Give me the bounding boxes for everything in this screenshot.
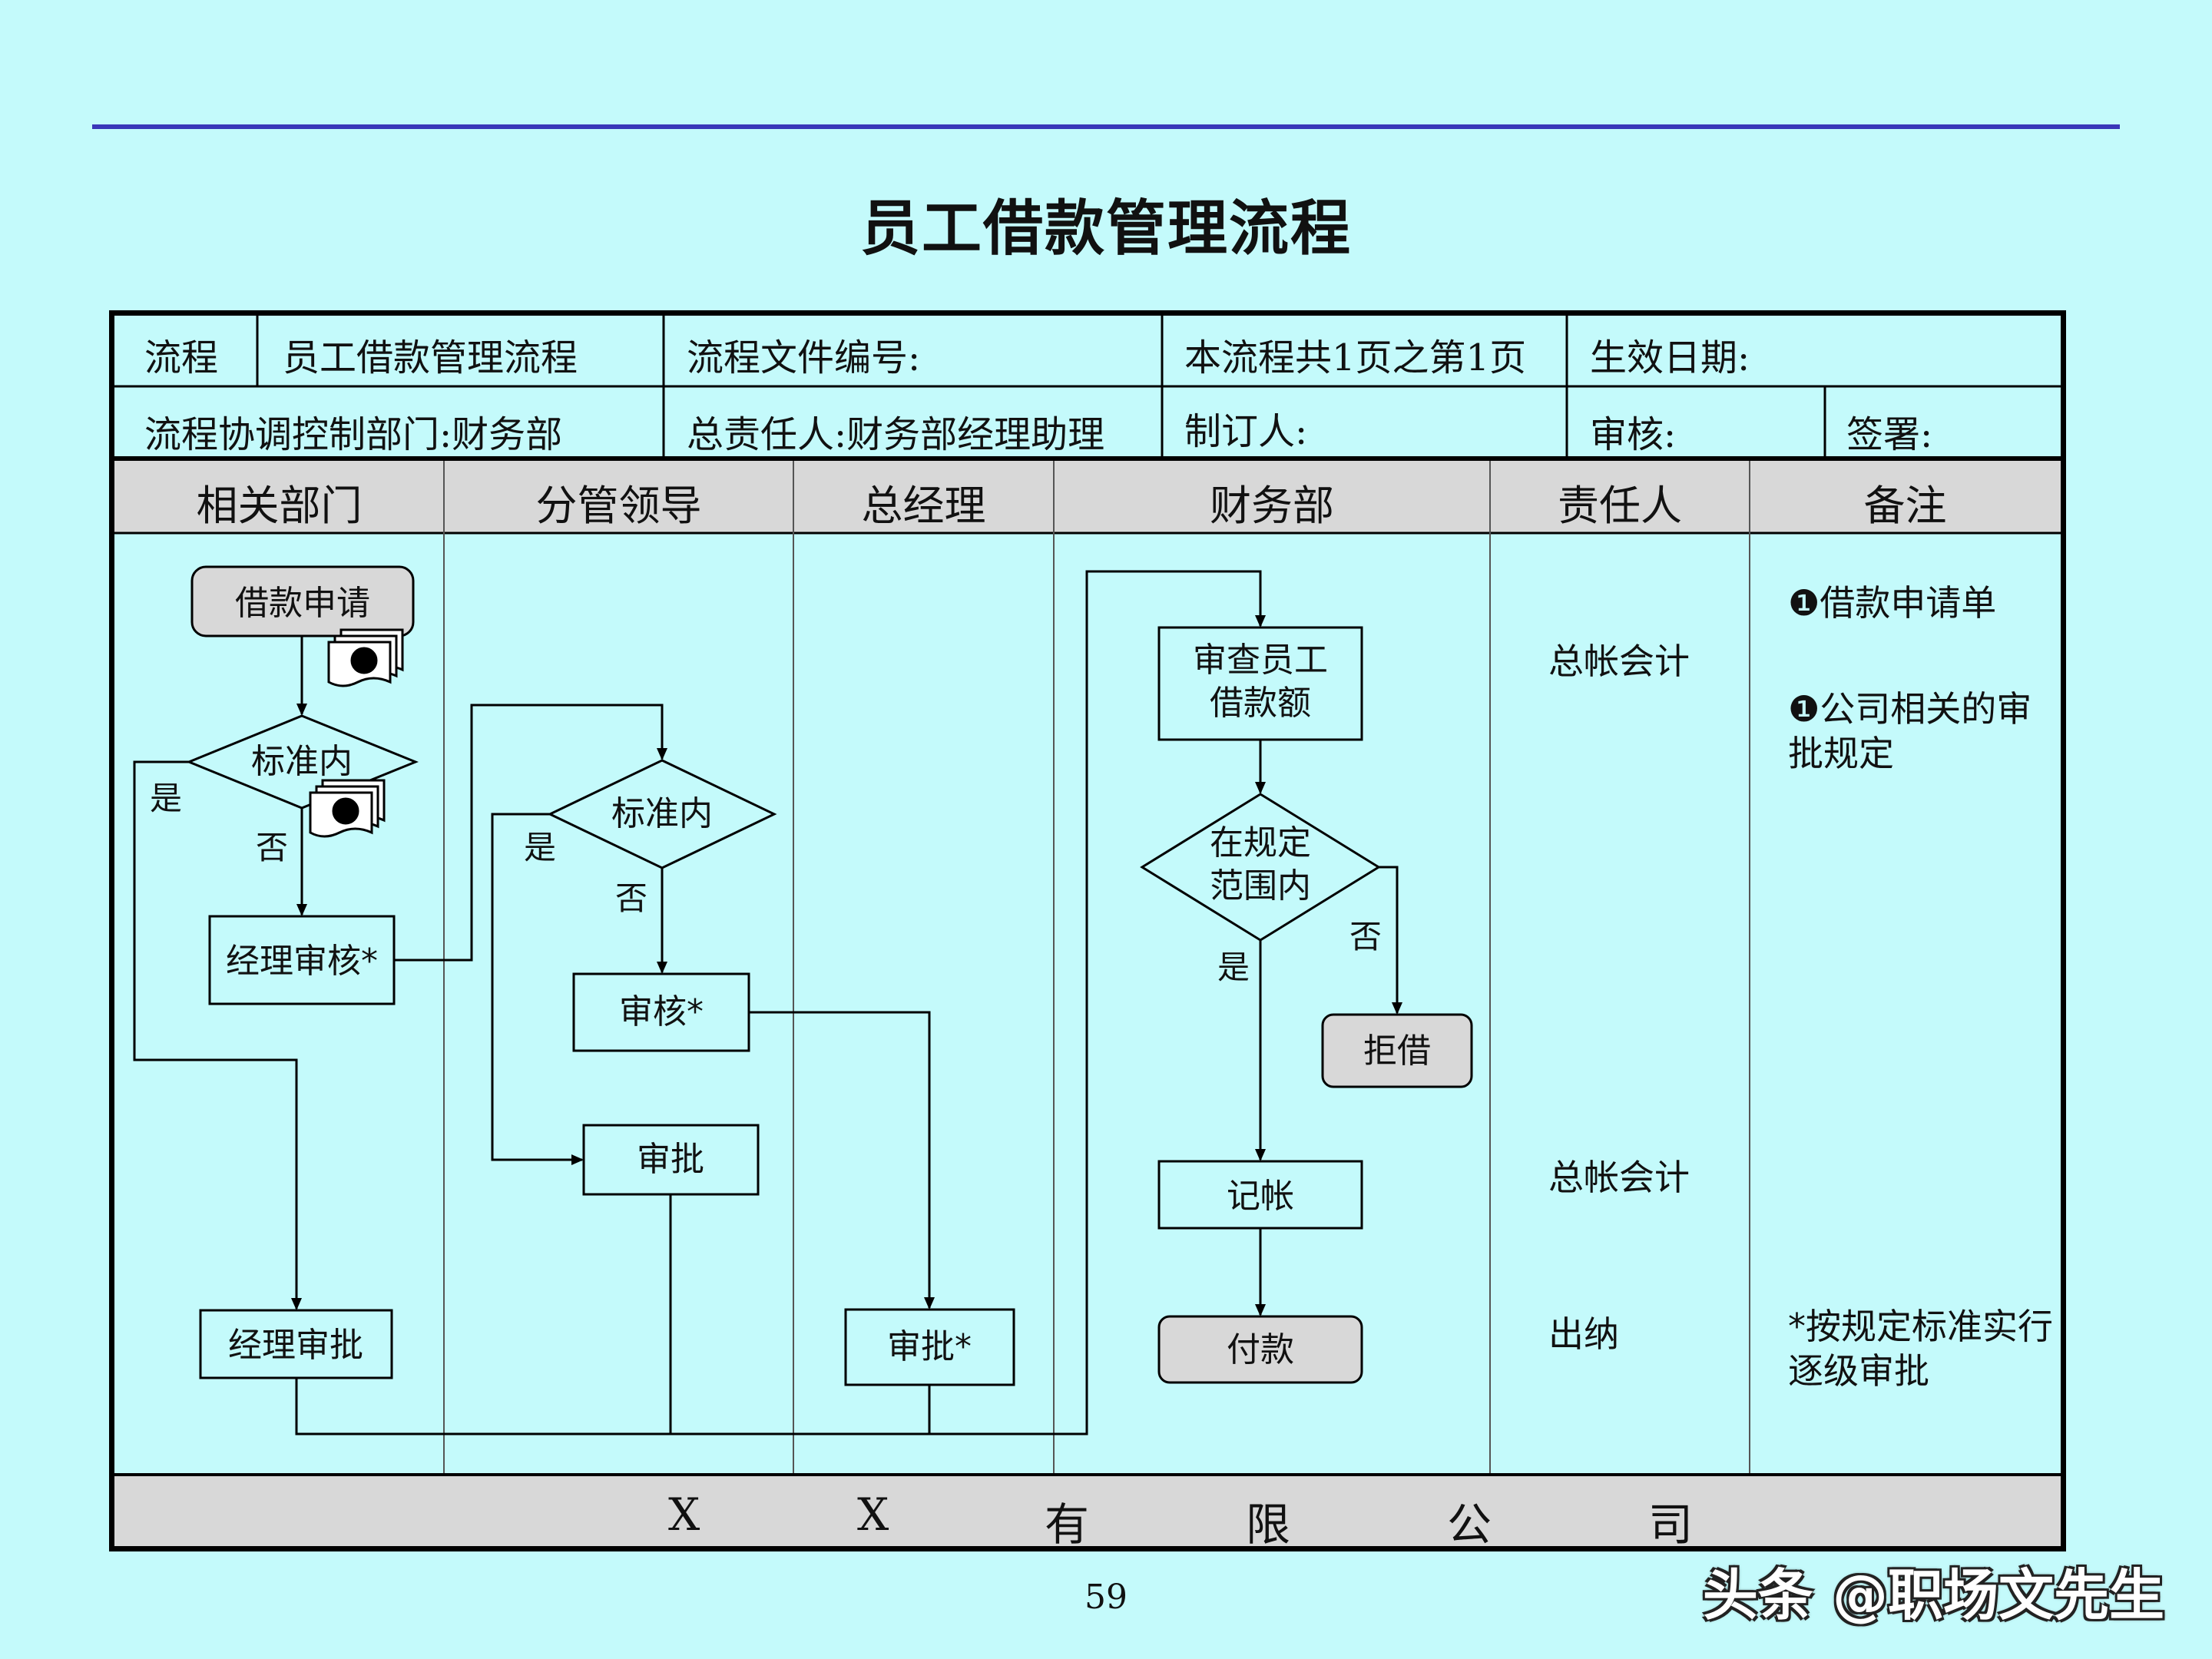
note-3-line1: *按规定标准实行 bbox=[1788, 1306, 2053, 1347]
info-table-lines bbox=[114, 316, 2061, 461]
info-process-name: 员工借款管理流程 bbox=[283, 336, 578, 379]
responsible-1: 总帐会计 bbox=[1548, 641, 1690, 682]
edge-yes-3: 是 bbox=[1217, 949, 1250, 986]
node-gm-approve bbox=[844, 1308, 1015, 1386]
node-mgr-review bbox=[208, 915, 396, 1005]
note-3-line2: 逐级审批 bbox=[1788, 1350, 1929, 1392]
responsible-3: 出纳 bbox=[1548, 1313, 1619, 1355]
node-check bbox=[1157, 626, 1363, 741]
node-reject bbox=[1321, 1013, 1473, 1088]
footer-char-5: 公 bbox=[1447, 1498, 1492, 1551]
note-2-line1: ❶公司相关的审 bbox=[1788, 688, 2032, 730]
label-std2: 标准内 bbox=[611, 794, 713, 833]
info-signer: 签署: bbox=[1846, 413, 1933, 456]
info-owner: 总责任人:财务部经理助理 bbox=[687, 413, 1105, 456]
label-mgr-approve: 经理审批 bbox=[228, 1326, 363, 1365]
edge-yes-2: 是 bbox=[524, 829, 556, 866]
process-frame bbox=[109, 310, 2066, 1551]
info-dept: 流程协调控制部门:财务部 bbox=[144, 413, 563, 456]
label-reject: 拒借 bbox=[1363, 1031, 1431, 1071]
label-pay: 付款 bbox=[1227, 1330, 1294, 1369]
footer-char-6: 司 bbox=[1648, 1498, 1694, 1551]
label-check-2: 借款额 bbox=[1210, 684, 1311, 723]
responsible-2: 总帐会计 bbox=[1548, 1157, 1690, 1198]
lane-header-band bbox=[114, 461, 2061, 533]
lane-header-finance: 财务部 bbox=[1210, 482, 1334, 530]
label-apply: 借款申请 bbox=[235, 584, 370, 623]
edge-no-2: 否 bbox=[615, 879, 647, 917]
info-effective-date: 生效日期: bbox=[1590, 336, 1750, 379]
watermark: 头条 @职场文先生 bbox=[1702, 1563, 2164, 1628]
info-label: 流程 bbox=[144, 336, 219, 379]
lane-header-responsible: 责任人 bbox=[1558, 482, 1682, 530]
lane-lines bbox=[114, 461, 2061, 1476]
node-mgr-approve bbox=[199, 1309, 393, 1379]
page-title: 员工借款管理流程 bbox=[859, 194, 1352, 263]
label-inrange-2: 范围内 bbox=[1210, 866, 1311, 906]
node-review bbox=[572, 972, 750, 1052]
label-record: 记帐 bbox=[1227, 1177, 1294, 1216]
lane-header-supervisor: 分管领导 bbox=[535, 482, 702, 530]
label-check-1: 审查员工 bbox=[1193, 641, 1328, 680]
lane-header-gm: 总经理 bbox=[861, 482, 986, 530]
info-author: 制订人: bbox=[1184, 410, 1308, 453]
footer-char-4: 限 bbox=[1246, 1498, 1291, 1551]
info-pages: 本流程共1页之第1页 bbox=[1184, 336, 1527, 379]
node-approve bbox=[582, 1124, 760, 1196]
node-pay bbox=[1157, 1315, 1363, 1384]
note-2-line2: 批规定 bbox=[1788, 733, 1894, 774]
edge-no-3: 否 bbox=[1349, 918, 1382, 955]
document-icon-1 bbox=[327, 628, 404, 687]
page-number: 59 bbox=[1084, 1578, 1128, 1617]
footer-band bbox=[114, 1475, 2061, 1546]
label-review: 审核* bbox=[619, 992, 704, 1031]
info-reviewer: 审核: bbox=[1590, 413, 1677, 456]
footer-char-3: 有 bbox=[1045, 1498, 1090, 1551]
label-gm-approve: 审批* bbox=[887, 1327, 972, 1366]
edge-yes-1: 是 bbox=[150, 780, 182, 817]
label-approve: 审批 bbox=[637, 1140, 704, 1179]
footer-char-1: X bbox=[668, 1488, 700, 1541]
footer-char-2: X bbox=[857, 1488, 889, 1541]
label-mgr-review: 经理审核* bbox=[226, 942, 378, 981]
info-doc-number: 流程文件编号: bbox=[687, 336, 921, 379]
document-icon-2 bbox=[309, 779, 386, 838]
lane-header-related-dept: 相关部门 bbox=[196, 482, 363, 530]
edge-no-1: 否 bbox=[256, 829, 288, 866]
label-std1: 标准内 bbox=[251, 742, 353, 781]
label-inrange-1: 在规定 bbox=[1210, 823, 1311, 863]
top-rule bbox=[92, 124, 2120, 129]
lane-header-notes: 备注 bbox=[1863, 482, 1947, 530]
note-1: ❶借款申请单 bbox=[1788, 582, 1997, 624]
